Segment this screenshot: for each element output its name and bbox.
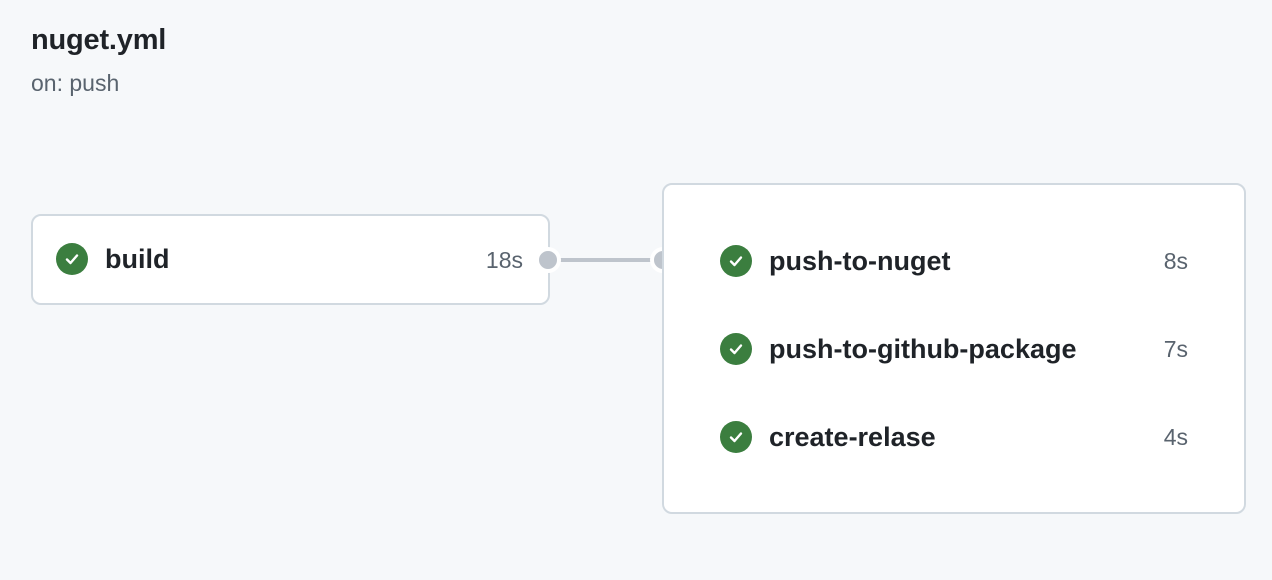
- check-circle-icon: [720, 245, 752, 277]
- check-circle-icon: [56, 243, 88, 275]
- workflow-trigger: on: push: [31, 70, 120, 96]
- dependency-connector: [557, 258, 662, 262]
- check-circle-icon: [720, 333, 752, 365]
- job-create-relase[interactable]: create-relase: [720, 417, 936, 457]
- job-name: push-to-github-package: [769, 333, 1077, 364]
- connector-dot-out: [535, 247, 561, 273]
- job-duration: 18s: [485, 247, 523, 273]
- job-duration: 7s: [1163, 336, 1188, 362]
- job-push-to-nuget[interactable]: push-to-nuget: [720, 241, 950, 281]
- job-duration: 8s: [1163, 248, 1188, 274]
- job-name: push-to-nuget: [769, 245, 951, 276]
- job-card-build[interactable]: build 18s: [31, 214, 550, 305]
- job-push-to-github-package[interactable]: push-to-github-package: [720, 329, 1076, 369]
- job-name: build: [105, 243, 170, 274]
- job-name: create-relase: [769, 421, 936, 452]
- job-group-card: push-to-nuget 8s push-to-github-package …: [662, 183, 1246, 514]
- check-circle-icon: [720, 421, 752, 453]
- job-build[interactable]: build: [56, 239, 169, 279]
- job-duration: 4s: [1163, 424, 1188, 450]
- workflow-title[interactable]: nuget.yml: [31, 24, 167, 56]
